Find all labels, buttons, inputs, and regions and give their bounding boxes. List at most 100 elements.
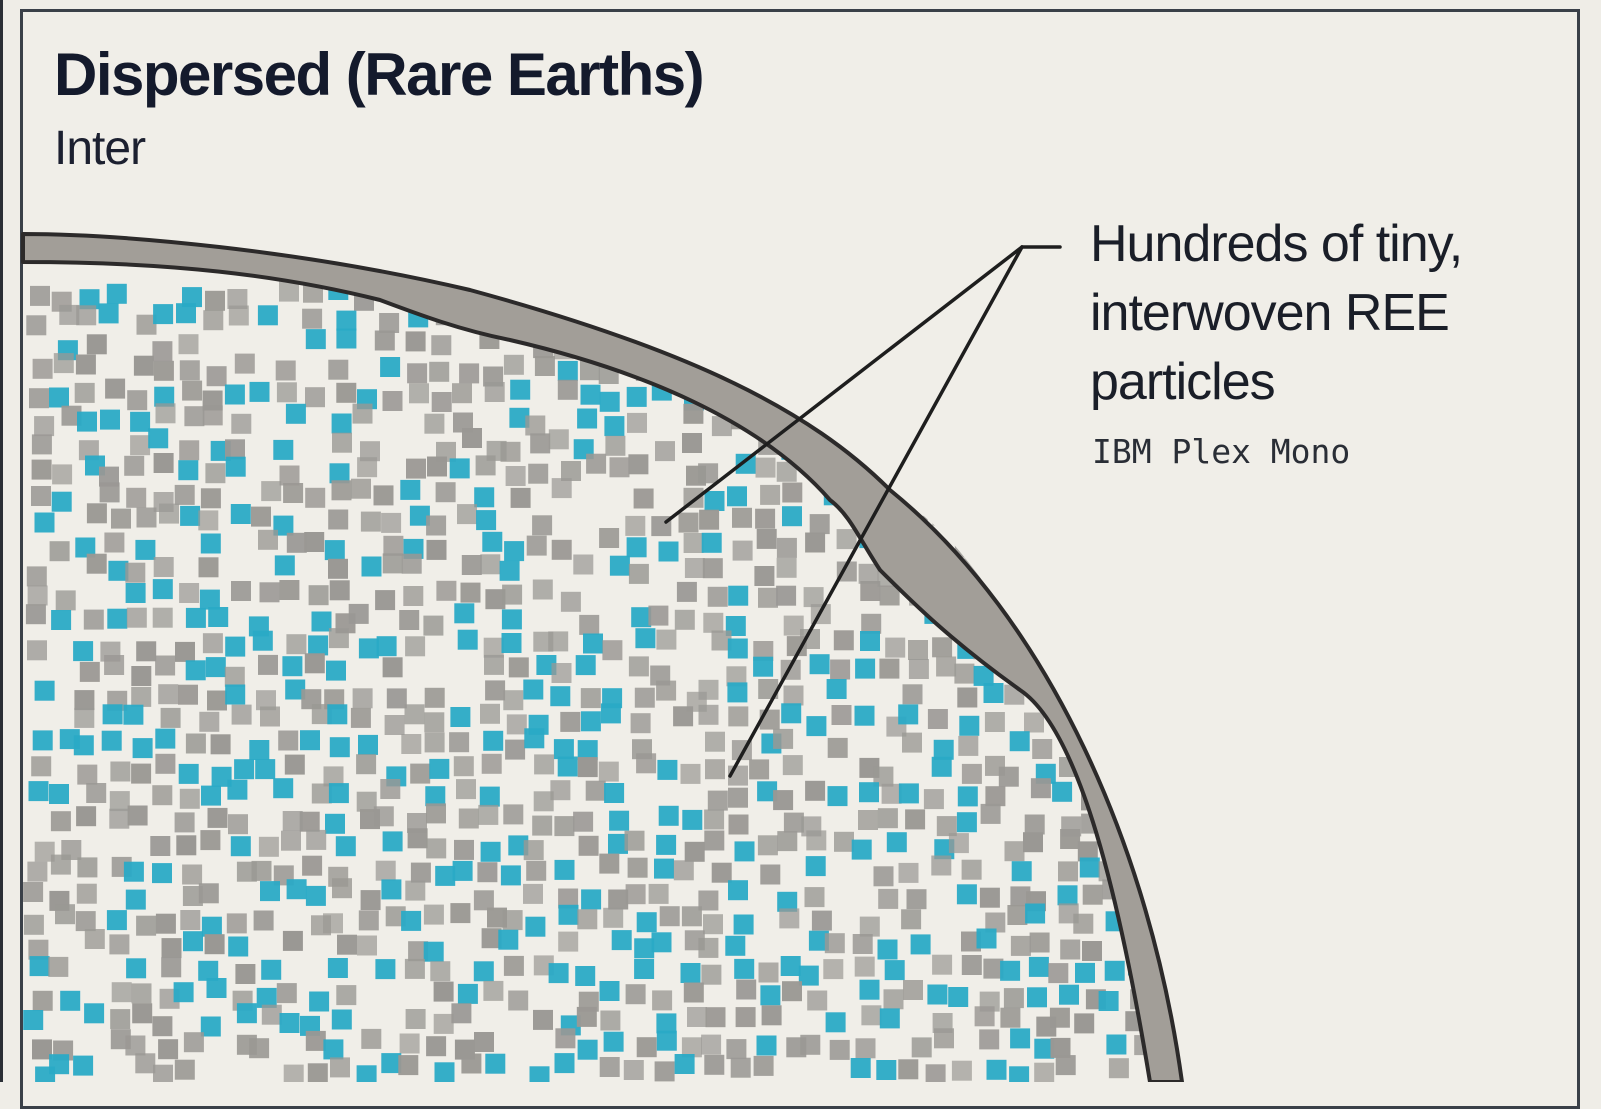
ree-particle [836,410,857,431]
ree-particle [205,657,226,678]
gangue-particle [877,808,898,829]
gangue-particle [360,890,381,911]
ree-particle [948,987,969,1007]
gangue-particle [560,591,581,612]
ree-particle [1052,781,1073,802]
gangue-particle [258,836,279,857]
gangue-particle [405,331,426,352]
ree-particle [305,885,326,906]
gangue-particle [809,514,830,535]
gangue-particle [932,1013,953,1033]
gangue-particle [30,285,50,306]
gangue-particle [50,854,71,875]
ree-particle [257,305,278,326]
gangue-particle [401,553,422,574]
gangue-particle [952,404,973,425]
gangue-particle [700,287,721,308]
ree-particle [1135,656,1150,677]
gangue-particle [600,1010,621,1031]
ree-particle [558,904,579,925]
ree-particle [434,1062,455,1082]
gangue-particle [1061,603,1082,624]
gangue-particle [34,416,55,437]
gangue-particle [311,704,332,725]
ree-particle [361,556,382,577]
ree-particle [49,784,69,804]
gangue-particle [74,382,95,403]
ree-particle [602,688,623,709]
ree-particle [274,555,295,576]
gangue-particle [111,508,131,529]
ree-particle [1028,956,1049,977]
ree-particle [604,416,625,437]
ree-particle [182,287,202,308]
gangue-particle [833,630,854,651]
gangue-particle [32,1039,52,1060]
ree-particle [859,782,879,803]
gangue-particle [1105,703,1126,723]
gangue-particle [703,914,723,935]
gangue-particle [426,515,447,536]
ree-particle [656,1030,677,1051]
gangue-particle [31,434,52,455]
gangue-particle [305,387,325,408]
gangue-particle [228,305,249,326]
ree-particle [1049,311,1070,332]
ree-particle [682,809,703,830]
gangue-particle [110,761,131,782]
gangue-particle [956,466,977,487]
gangue-particle [861,1005,882,1026]
gangue-particle [609,457,630,478]
gangue-particle [905,809,926,830]
gangue-particle [730,1057,751,1078]
ree-particle [382,831,403,852]
gangue-particle [279,465,300,486]
ree-particle [153,304,174,325]
gangue-particle [533,1009,553,1030]
ree-particle [525,916,546,937]
ree-particle [959,715,980,736]
ree-particle [809,654,830,675]
ree-particle [554,1053,575,1074]
gangue-particle [561,461,581,481]
gangue-particle [680,763,701,784]
ree-particle [728,585,749,606]
ree-particle [102,704,123,725]
ree-particle [798,965,819,986]
gangue-particle [323,766,344,787]
gangue-particle [281,830,301,851]
gangue-particle [86,503,107,524]
gangue-particle [1077,535,1098,556]
gangue-particle [198,557,219,578]
ree-particle [255,759,276,780]
gangue-particle [776,537,797,558]
ree-particle [575,966,596,986]
gangue-particle [1060,355,1081,376]
gangue-particle [84,929,105,949]
gangue-particle [951,1060,972,1081]
gangue-particle [573,811,594,832]
ree-particle [200,1016,221,1037]
gangue-particle [1082,941,1102,961]
ree-particle [77,411,97,432]
gangue-particle [985,912,1006,933]
grain-diagram [21,232,1184,1082]
gangue-particle [261,1004,282,1025]
gangue-particle [484,654,504,675]
gangue-particle [76,806,97,827]
ree-particle [1103,732,1124,753]
gangue-particle [174,812,195,833]
ree-particle [261,959,282,980]
ree-particle [376,636,397,657]
ree-particle [125,583,146,603]
gangue-particle [778,358,799,379]
gangue-particle [1010,935,1031,956]
gangue-particle [699,509,720,530]
gangue-particle [827,737,848,758]
ree-particle [609,810,630,831]
gangue-particle [386,688,407,709]
gangue-particle [1134,759,1150,780]
ree-particle [273,778,294,799]
gangue-particle [704,314,725,335]
gangue-particle [898,862,919,883]
